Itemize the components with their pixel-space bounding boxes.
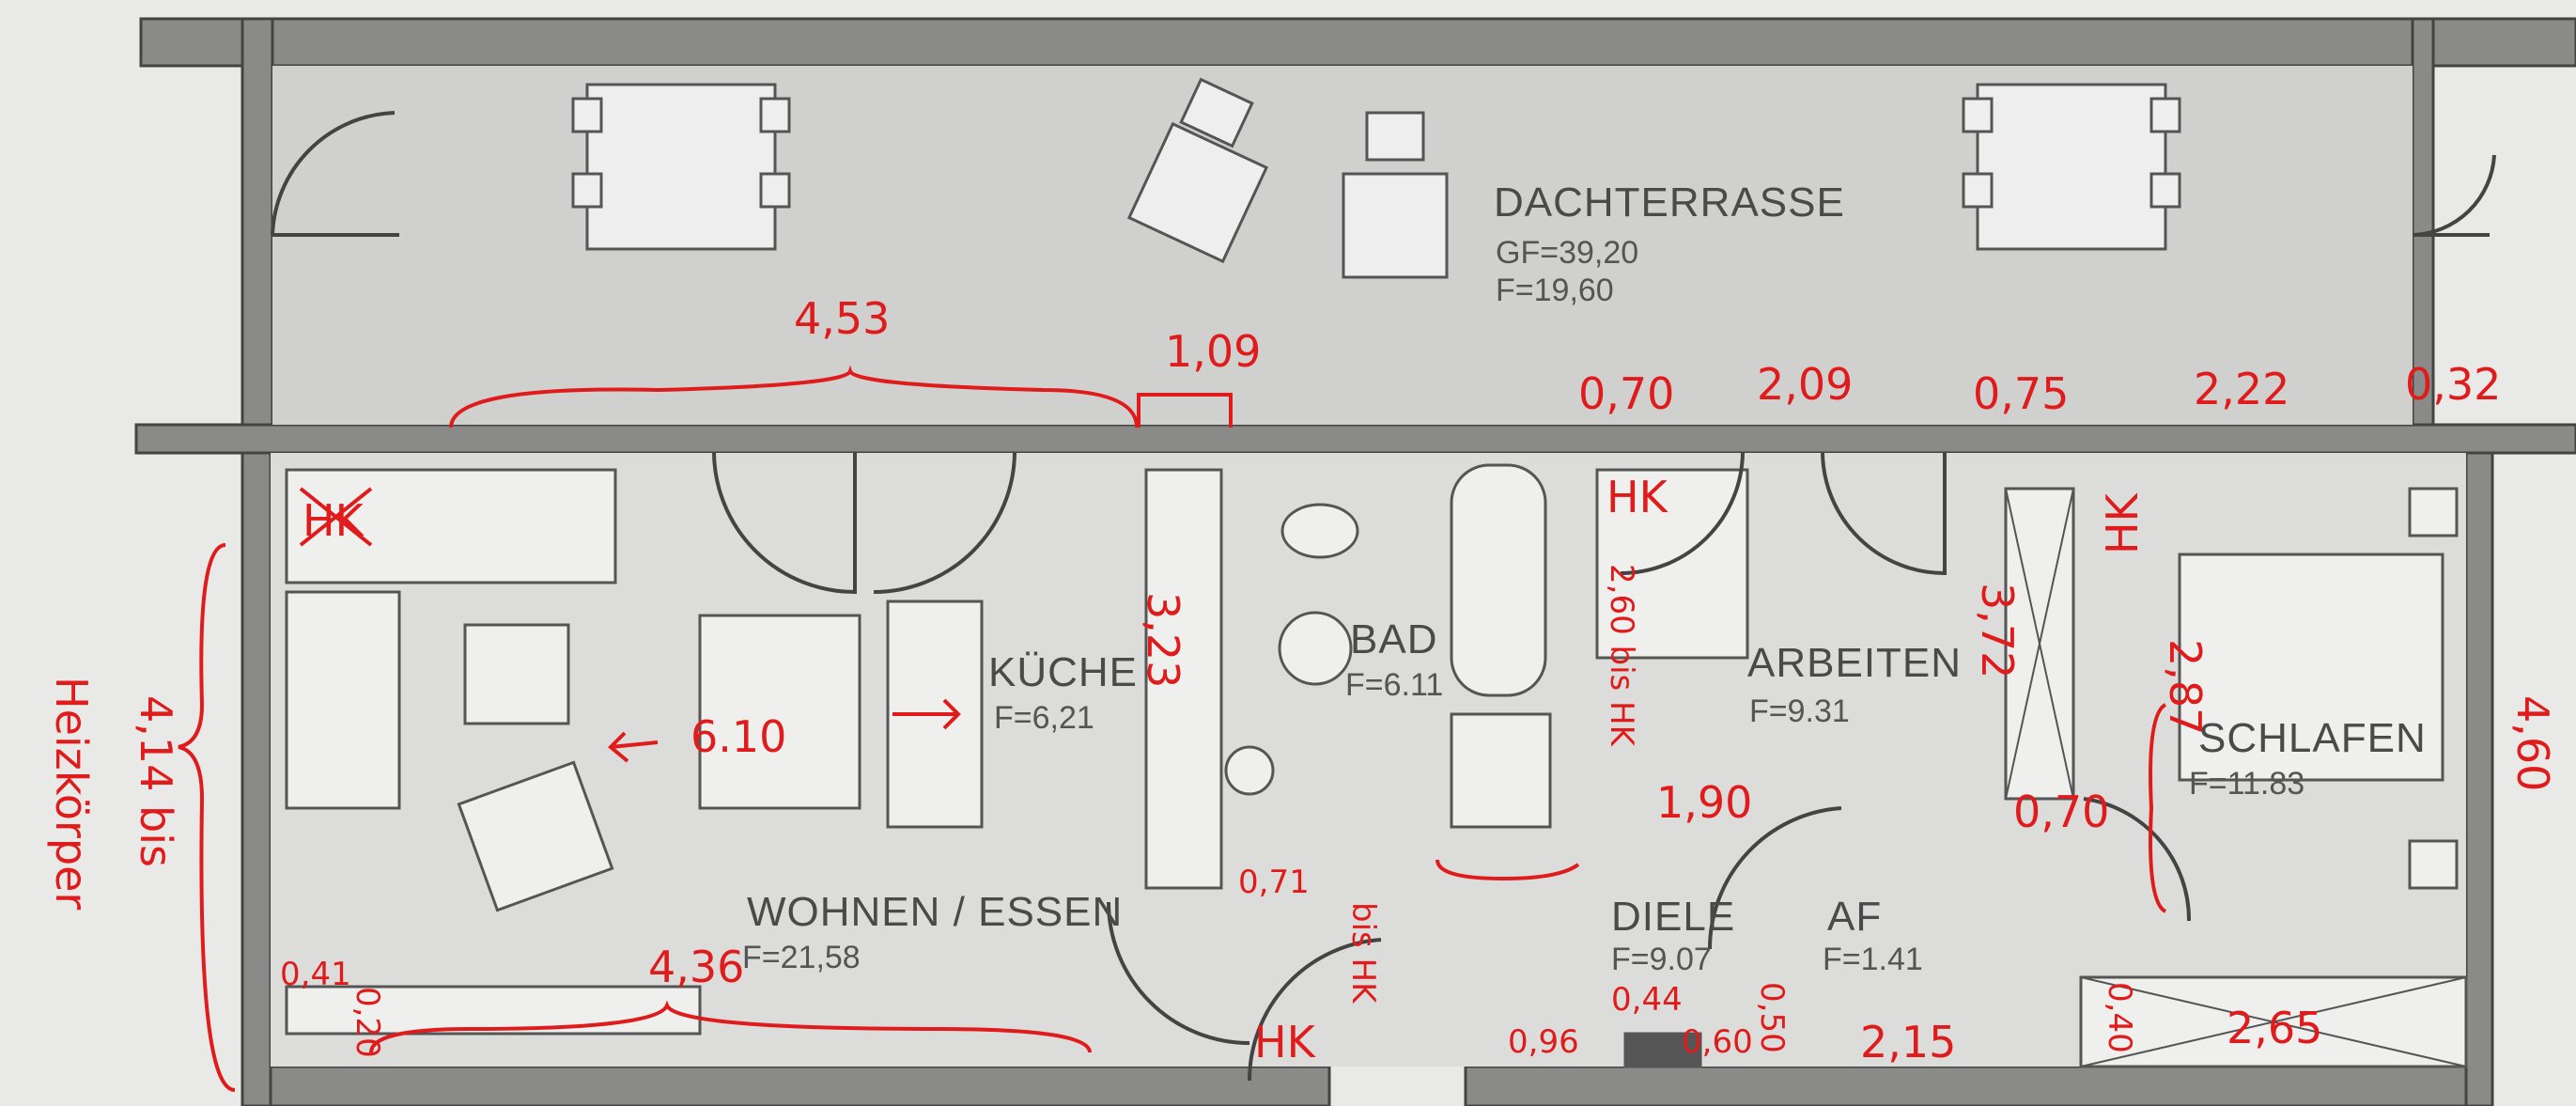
bedroom-name: SCHLAFEN [2198, 715, 2427, 761]
note-left-2: Heizkörper [46, 677, 97, 910]
hall-cabinet [1623, 1032, 1702, 1068]
bottom-wall [269, 1065, 1331, 1106]
interior-floor [271, 453, 2466, 1067]
armchair [457, 760, 614, 912]
note-032: 0,32 [2405, 359, 2501, 410]
hk-mark-living [299, 487, 373, 547]
note-460: 4,60 [2507, 695, 2558, 791]
bedroom-area: F=11.83 [2189, 766, 2304, 802]
left-wall [241, 451, 272, 1106]
note-050: 0,50 [1753, 982, 1791, 1053]
note-office-hk: 2,60 bis HK [1603, 564, 1640, 748]
brace-287 [2149, 703, 2167, 913]
note-222: 2,22 [2194, 364, 2289, 414]
brace-190 [1435, 859, 1580, 881]
note-109: 1,09 [1165, 326, 1261, 377]
lounge-chairs [1126, 77, 1449, 279]
arrow-610-right [892, 698, 961, 730]
kitchen-name: KÜCHE [988, 649, 1138, 695]
note-070-mid: 0,70 [2013, 787, 2109, 837]
living-name: WOHNEN / ESSEN [747, 889, 1123, 935]
note-071: 0,71 [1238, 864, 1310, 901]
bath-name: BAD [1350, 616, 1437, 662]
note-190: 1,90 [1656, 777, 1752, 828]
note-hk-hall-label: HK [1254, 1017, 1317, 1067]
note-372: 3,72 [1972, 583, 2023, 678]
toilet [1280, 503, 1359, 559]
terrace-gf: GF=39,20 [1496, 235, 1638, 271]
terrace-f: F=19,60 [1496, 273, 1614, 308]
hall-area: F=9.07 [1611, 942, 1712, 977]
annotation-text: 4,53 1,09 0,70 2,09 0,75 2,22 0,32 HK HK… [46, 293, 2558, 1067]
doors [712, 452, 2192, 1082]
room-labels: KÜCHE F=6,21 BAD F=6.11 ARBEITEN F=9.31 … [742, 616, 2427, 977]
bottom-wall-right [1464, 1065, 2468, 1106]
bath-area: F=6.11 [1345, 667, 1443, 703]
note-610: 6.10 [691, 711, 786, 762]
annotations [178, 365, 2167, 1092]
note-287: 2,87 [2160, 639, 2211, 735]
note-215: 2,15 [1860, 1017, 1956, 1067]
note-209: 2,09 [1757, 359, 1853, 410]
right-wall [2464, 451, 2494, 1106]
office-name: ARBEITEN [1747, 640, 1962, 686]
terrace-door-left [271, 111, 399, 237]
sofa-side [285, 590, 401, 810]
af-name: AF [1827, 894, 1882, 940]
note-hk-hall: bis HK [1344, 902, 1382, 1005]
arrow-610-left [608, 731, 659, 763]
hall-name: DIELE [1611, 894, 1735, 940]
stove [1224, 745, 1275, 796]
radiator-living [285, 985, 702, 1036]
terrace-door-right [2412, 154, 2496, 237]
note-041: 0,41 [280, 956, 351, 993]
brace-left [178, 543, 236, 1092]
coffee-table [463, 623, 570, 725]
basin [1278, 611, 1353, 686]
kitchen-area: F=6,21 [994, 700, 1094, 736]
note-323: 3,23 [1138, 592, 1188, 688]
office-area: F=9.31 [1749, 693, 1850, 729]
sofa-back [285, 468, 617, 584]
bed [2178, 553, 2444, 782]
kitchen-counter [1144, 468, 1223, 890]
nightstand-top [2408, 487, 2459, 537]
terrace-left-wall [241, 17, 274, 434]
brace-453 [449, 365, 1139, 428]
note-070-top: 0,70 [1578, 368, 1674, 419]
nightstand-bottom [2408, 839, 2459, 890]
bathtub [1450, 463, 1547, 697]
note-020: 0,20 [349, 987, 386, 1058]
dining-table [698, 614, 861, 810]
terrace-top-wall [139, 17, 2576, 68]
terrace-table-right [1962, 83, 2181, 251]
note-hk-office: HK [1606, 472, 1669, 522]
note-040: 0,40 [2101, 982, 2138, 1053]
note-096: 0,96 [1508, 1023, 1579, 1061]
brace-436 [369, 1000, 1092, 1053]
note-436: 4,36 [648, 942, 744, 992]
note-044: 0,44 [1611, 981, 1683, 1019]
living-area: F=21,58 [742, 940, 861, 975]
note-left-1: 4,14 bis [131, 695, 181, 867]
note-075: 0,75 [1973, 368, 2069, 419]
note-hk-bedroom: HK [2097, 491, 2148, 554]
terrace: DACHTERRASSE GF=39,20 F=19,60 [271, 66, 2496, 425]
terrace-table-left [571, 83, 791, 251]
note-060: 0,60 [1682, 1023, 1753, 1061]
brace-109 [1137, 393, 1233, 428]
shower [1450, 712, 1552, 829]
terrace-name: DACHTERRASSE [1494, 179, 1845, 226]
note-hk-living: HK [303, 495, 365, 546]
facade-wall [134, 423, 2576, 455]
note-265: 2,65 [2227, 1003, 2322, 1053]
note-453: 4,53 [794, 293, 890, 344]
af-area: F=1.41 [1823, 942, 1923, 977]
